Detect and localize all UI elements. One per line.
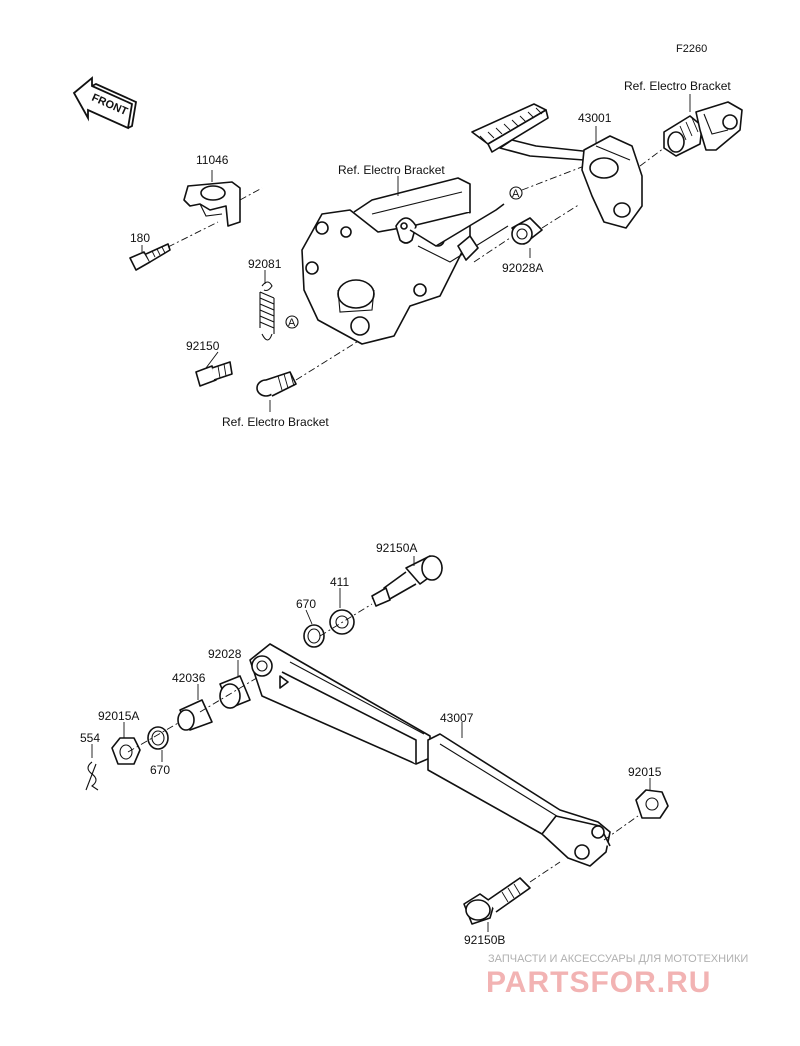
part-92150B-bolt	[463, 877, 531, 925]
label-92150: 92150	[186, 339, 220, 353]
label-92015: 92015	[628, 765, 662, 779]
label-554: 554	[80, 731, 100, 745]
part-180-bolt	[129, 243, 171, 271]
part-92015A-nut	[111, 737, 141, 765]
label-411: 411	[330, 575, 349, 589]
mark-a-center: A	[512, 188, 520, 200]
part-554-cotter-pin	[85, 761, 99, 791]
part-670-washer-upper	[303, 624, 325, 648]
watermark-tagline: ЗАПЧАСТИ И АКСЕССУАРЫ ДЛЯ МОТОТЕХНИКИ	[488, 953, 748, 965]
label-43007: 43007	[440, 711, 474, 725]
label-92028: 92028	[208, 647, 242, 661]
part-92150A-bolt	[371, 555, 443, 607]
label-43001: 43001	[578, 111, 612, 125]
part-42036-collar	[177, 699, 213, 731]
watermark-brand: PARTSFOR.RU	[486, 966, 711, 999]
label-670-lower: 670	[150, 763, 170, 777]
pedal-pivot-bracket	[663, 101, 743, 157]
part-43007-brake-rod	[249, 643, 611, 867]
part-43001-brake-pedal	[471, 103, 643, 229]
figure-code: F2260	[676, 43, 707, 55]
part-92081-spring	[259, 281, 275, 341]
ref-top-right: Ref. Electro Bracket	[624, 79, 731, 93]
label-92028A: 92028A	[502, 261, 543, 275]
electro-bracket	[301, 177, 509, 345]
part-670-washer-lower	[147, 726, 169, 750]
front-arrow-icon: FRONT	[72, 76, 138, 130]
ref-lower: Ref. Electro Bracket	[222, 415, 329, 429]
reference-mark-a-center	[509, 186, 523, 200]
part-92150-bolt	[195, 361, 233, 387]
part-92015-nut	[635, 789, 669, 819]
label-180: 180	[130, 231, 150, 245]
label-11046: 11046	[196, 153, 229, 167]
reference-mark-a-left	[285, 315, 299, 329]
label-42036: 42036	[172, 671, 206, 685]
label-92015A: 92015A	[98, 709, 139, 723]
label-92150B: 92150B	[464, 933, 505, 947]
pivot-bolt	[256, 371, 297, 397]
label-670-upper: 670	[296, 597, 316, 611]
part-11046-bracket	[183, 181, 241, 227]
part-92028-bush	[219, 675, 251, 709]
mark-a-left: A	[288, 317, 296, 329]
label-92081: 92081	[248, 257, 282, 271]
label-92150A: 92150A	[376, 541, 417, 555]
ref-upper-mid: Ref. Electro Bracket	[338, 163, 445, 177]
part-92028A-bush	[511, 217, 543, 245]
